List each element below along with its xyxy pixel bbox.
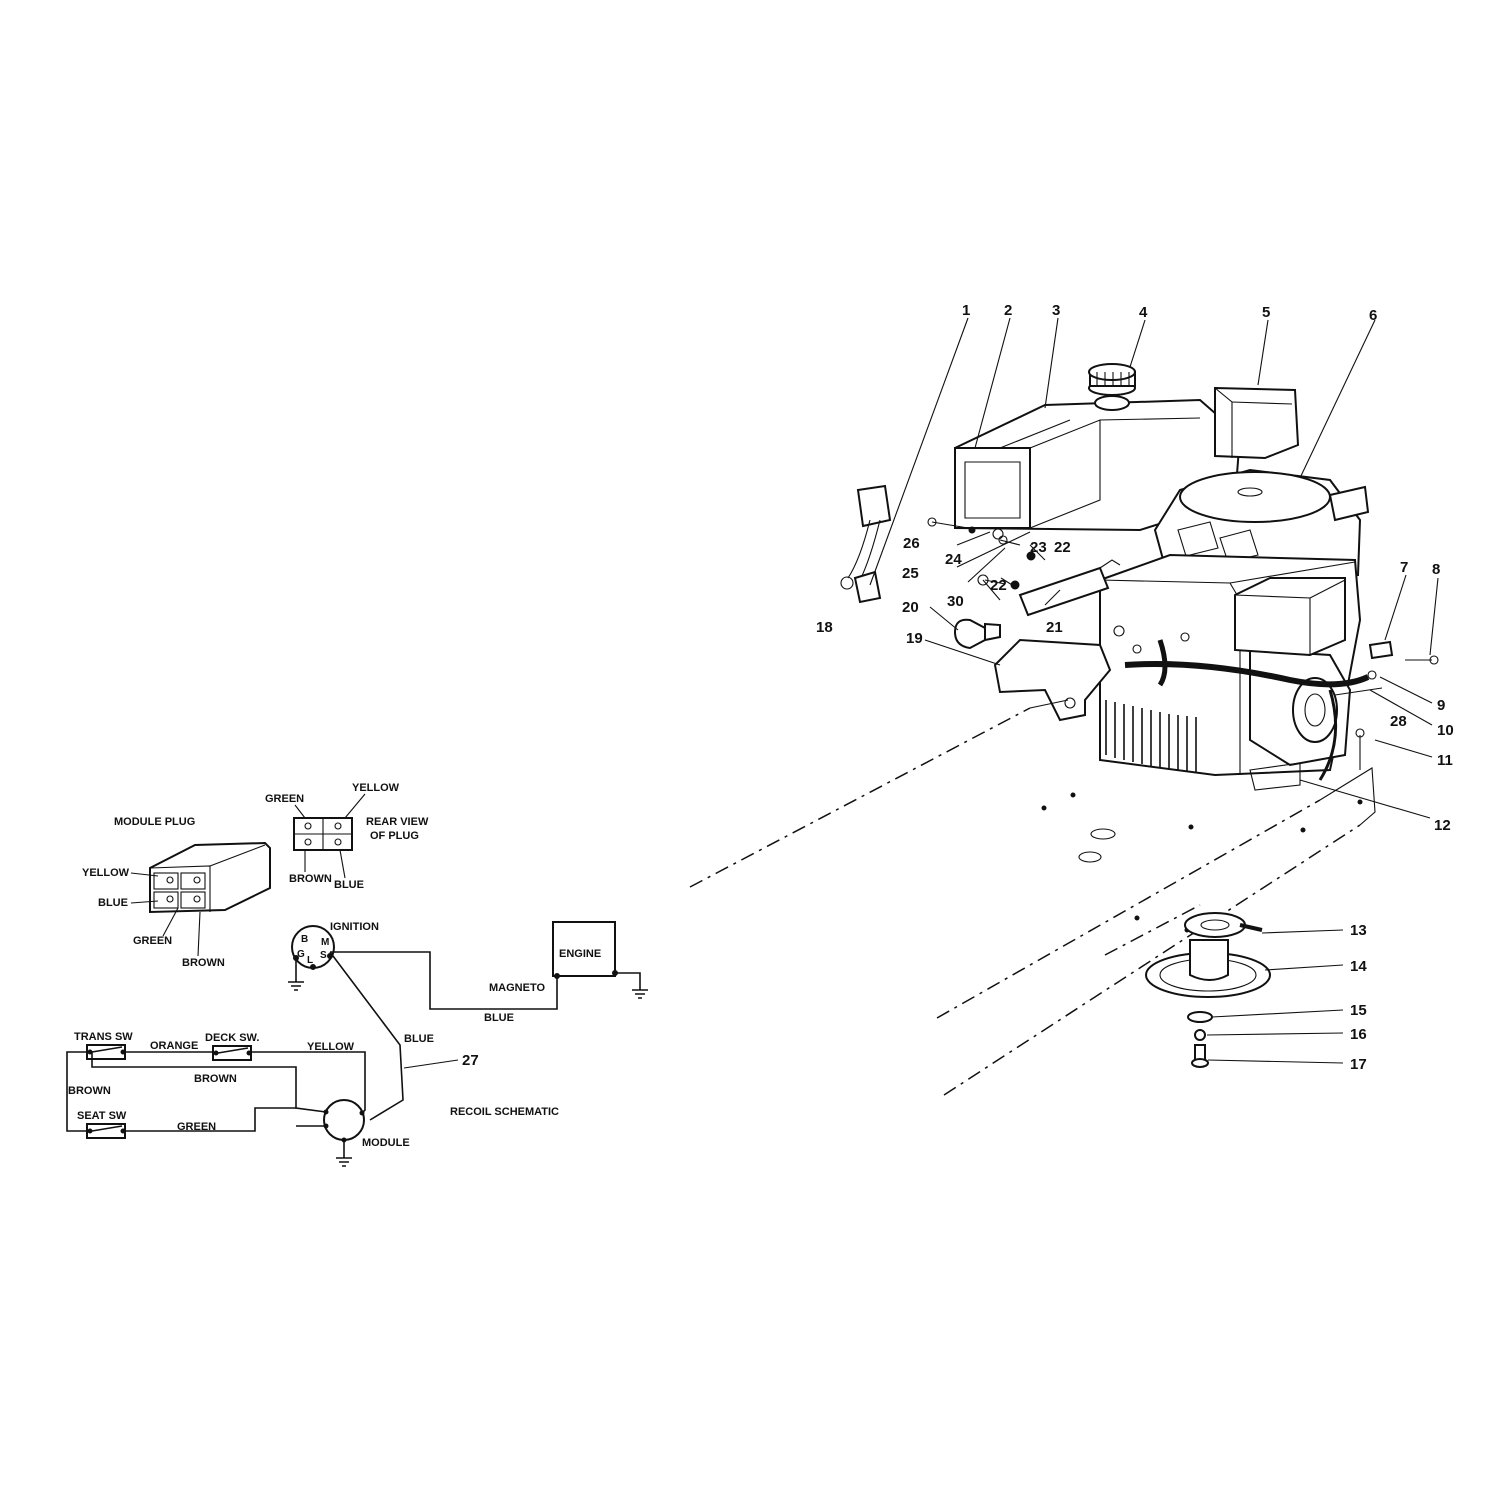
blower-housing	[1153, 468, 1370, 587]
module-plug-green-label: GREEN	[133, 935, 172, 947]
callout-22a: 22	[990, 577, 1007, 594]
callout-24: 24	[945, 551, 962, 568]
ignition-terminal-l: L	[307, 955, 313, 966]
callout-8: 8	[1432, 561, 1440, 578]
rear-view-plug-figure: GREEN YELLOW BROWN BLUE REAR VIEW OF PLU…	[265, 782, 429, 891]
module-connector	[840, 484, 892, 604]
callout-22b: 22	[1054, 539, 1071, 556]
ignition-terminal-m: M	[321, 937, 329, 948]
callout-7: 7	[1400, 559, 1408, 576]
callout-27: 27	[462, 1052, 479, 1069]
recoil-schematic: B G L M S IGNITION ENGINE MAGNETO BLUE B…	[66, 921, 648, 1167]
callout-26: 26	[903, 535, 920, 552]
module-plug-blue-label: BLUE	[98, 897, 128, 909]
callout-3: 3	[1052, 302, 1060, 319]
callout-12: 12	[1434, 817, 1451, 834]
callout-15: 15	[1350, 1002, 1367, 1019]
callout-19: 19	[906, 630, 923, 647]
callout-23: 23	[1030, 539, 1047, 556]
callout-20: 20	[902, 599, 919, 616]
wire-green-label: GREEN	[177, 1121, 216, 1133]
rear-plug-green-label: GREEN	[265, 793, 304, 805]
module-plug-figure: MODULE PLUG YELLOW BLUE GREEN BROWN	[82, 816, 271, 969]
ignition-terminal-g: G	[297, 949, 305, 960]
rear-plug-title-line2: OF PLUG	[370, 830, 419, 842]
air-cleaner-cover	[1214, 386, 1300, 460]
engine-box: ENGINE MAGNETO	[489, 921, 648, 999]
callout-14: 14	[1350, 958, 1367, 975]
hardware-bolts	[927, 517, 1439, 770]
module: MODULE	[323, 1099, 410, 1167]
callout-21: 21	[1046, 619, 1063, 636]
callout-16: 16	[1350, 1026, 1367, 1043]
elbow-fitting	[953, 618, 1001, 650]
callout-6: 6	[1369, 307, 1377, 324]
seat-switch: SEAT SW	[77, 1110, 127, 1139]
callout-25: 25	[902, 565, 919, 582]
cooling-fins	[1105, 700, 1197, 773]
engine-exploded-view: 1 2 3 4 5 6 7 8 9 10 11 12 13 14 15 16 1…	[689, 302, 1454, 1096]
rear-plug-yellow-label: YELLOW	[352, 782, 400, 794]
schematic-title: RECOIL SCHEMATIC	[450, 1106, 559, 1118]
callout-9: 9	[1437, 697, 1445, 714]
callout-numbers: 1 2 3 4 5 6 7 8 9 10 11 12 13 14 15 16 1…	[816, 302, 1454, 1073]
fuel-cap	[1088, 363, 1136, 411]
magneto-label: MAGNETO	[489, 982, 545, 994]
pulley-assembly	[1104, 904, 1271, 1068]
fuel-tank	[954, 398, 1242, 532]
module-plug-title: MODULE PLUG	[114, 816, 195, 828]
wire-blue-vertical-label: BLUE	[404, 1033, 434, 1045]
throttle-bracket	[1018, 559, 1121, 617]
callout-30: 30	[947, 593, 964, 610]
ignition-terminal-s: S	[320, 950, 327, 961]
callout-11: 11	[1437, 752, 1453, 769]
leader-lines	[869, 317, 1439, 1064]
deck-plate	[689, 707, 1376, 1096]
rear-plug-blue-label: BLUE	[334, 879, 364, 891]
callout-17: 17	[1350, 1056, 1367, 1073]
trans-sw-label: TRANS SW	[74, 1031, 133, 1043]
engine-label: ENGINE	[559, 948, 601, 960]
engine-block	[1099, 553, 1370, 791]
ignition-terminal-b: B	[301, 934, 308, 945]
wire-yellow-label: YELLOW	[307, 1041, 355, 1053]
seat-sw-label: SEAT SW	[77, 1110, 127, 1122]
rear-plug-brown-label: BROWN	[289, 873, 332, 885]
callout-5: 5	[1262, 304, 1270, 321]
callout-10: 10	[1437, 722, 1454, 739]
callout-1: 1	[962, 302, 970, 319]
wire-blue-bottom-label: BLUE	[484, 1012, 514, 1024]
module-plug-yellow-label: YELLOW	[82, 867, 130, 879]
deck-sw-label: DECK SW.	[205, 1032, 259, 1044]
wire-brown-left-label: BROWN	[68, 1085, 111, 1097]
trans-switch: TRANS SW	[74, 1031, 133, 1060]
callout-2: 2	[1004, 302, 1012, 319]
callout-13: 13	[1350, 922, 1367, 939]
wire-orange-label: ORANGE	[150, 1040, 198, 1052]
ignition-switch: B G L M S IGNITION	[291, 921, 379, 970]
ignition-label: IGNITION	[330, 921, 379, 933]
rear-plug-title-line1: REAR VIEW	[366, 816, 429, 828]
wire-brown-upper-label: BROWN	[194, 1073, 237, 1085]
module-plug-brown-label: BROWN	[182, 957, 225, 969]
control-bracket	[993, 638, 1112, 722]
callout-18: 18	[816, 619, 833, 636]
callout-4: 4	[1139, 304, 1148, 321]
module-label: MODULE	[362, 1137, 410, 1149]
callout-28: 28	[1390, 713, 1407, 730]
deck-switch: DECK SW.	[205, 1032, 259, 1061]
